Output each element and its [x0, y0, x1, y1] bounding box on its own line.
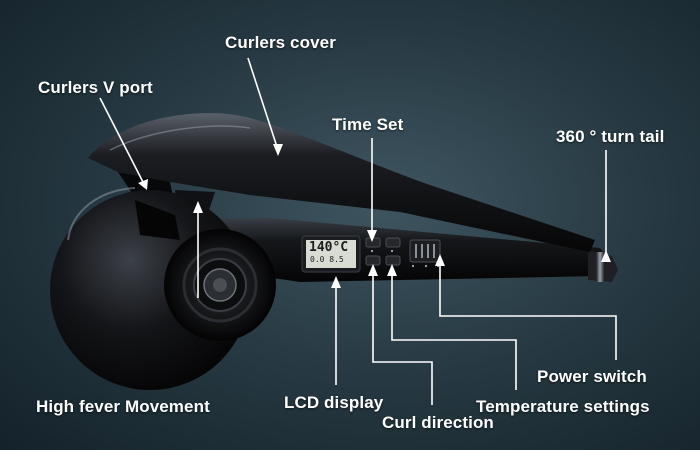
- label-power-switch: Power switch: [537, 367, 647, 386]
- cover-highlight: [109, 125, 251, 151]
- temperature-slider-ticks: [415, 244, 435, 258]
- lcd-temperature: 140°C: [309, 240, 349, 255]
- curl-direction-button-right[interactable]: [385, 255, 401, 266]
- label-curlers-cover: Curlers cover: [225, 33, 336, 52]
- label-curl-direction: Curl direction: [382, 413, 494, 432]
- curlers-cover-shape: [88, 113, 595, 252]
- label-temperature-settings: Temperature settings: [476, 397, 650, 416]
- turn-tail-ring: [596, 252, 604, 282]
- label-lcd-display: LCD display: [284, 393, 384, 412]
- pointer-lines: [99, 57, 617, 405]
- label-high-fever-movement: High fever Movement: [36, 397, 210, 416]
- label-time-set: Time Set: [332, 115, 404, 134]
- label-turn-tail: 360 ° turn tail: [556, 127, 665, 146]
- curl-direction-button-left[interactable]: [365, 255, 381, 266]
- lcd-screen: [306, 240, 356, 268]
- time-set-button-2[interactable]: [385, 237, 401, 248]
- chamber-highlight: [67, 187, 136, 241]
- pointer-arrowheads: [138, 144, 611, 288]
- lcd-timer: 0.0 8.5: [310, 255, 344, 264]
- barrel-ring-outer: [182, 247, 258, 323]
- temperature-slider[interactable]: [409, 239, 441, 263]
- label-curlers-v-port: Curlers V port: [38, 78, 153, 97]
- chamber-opening: [135, 200, 180, 240]
- barrel-core: [213, 278, 227, 292]
